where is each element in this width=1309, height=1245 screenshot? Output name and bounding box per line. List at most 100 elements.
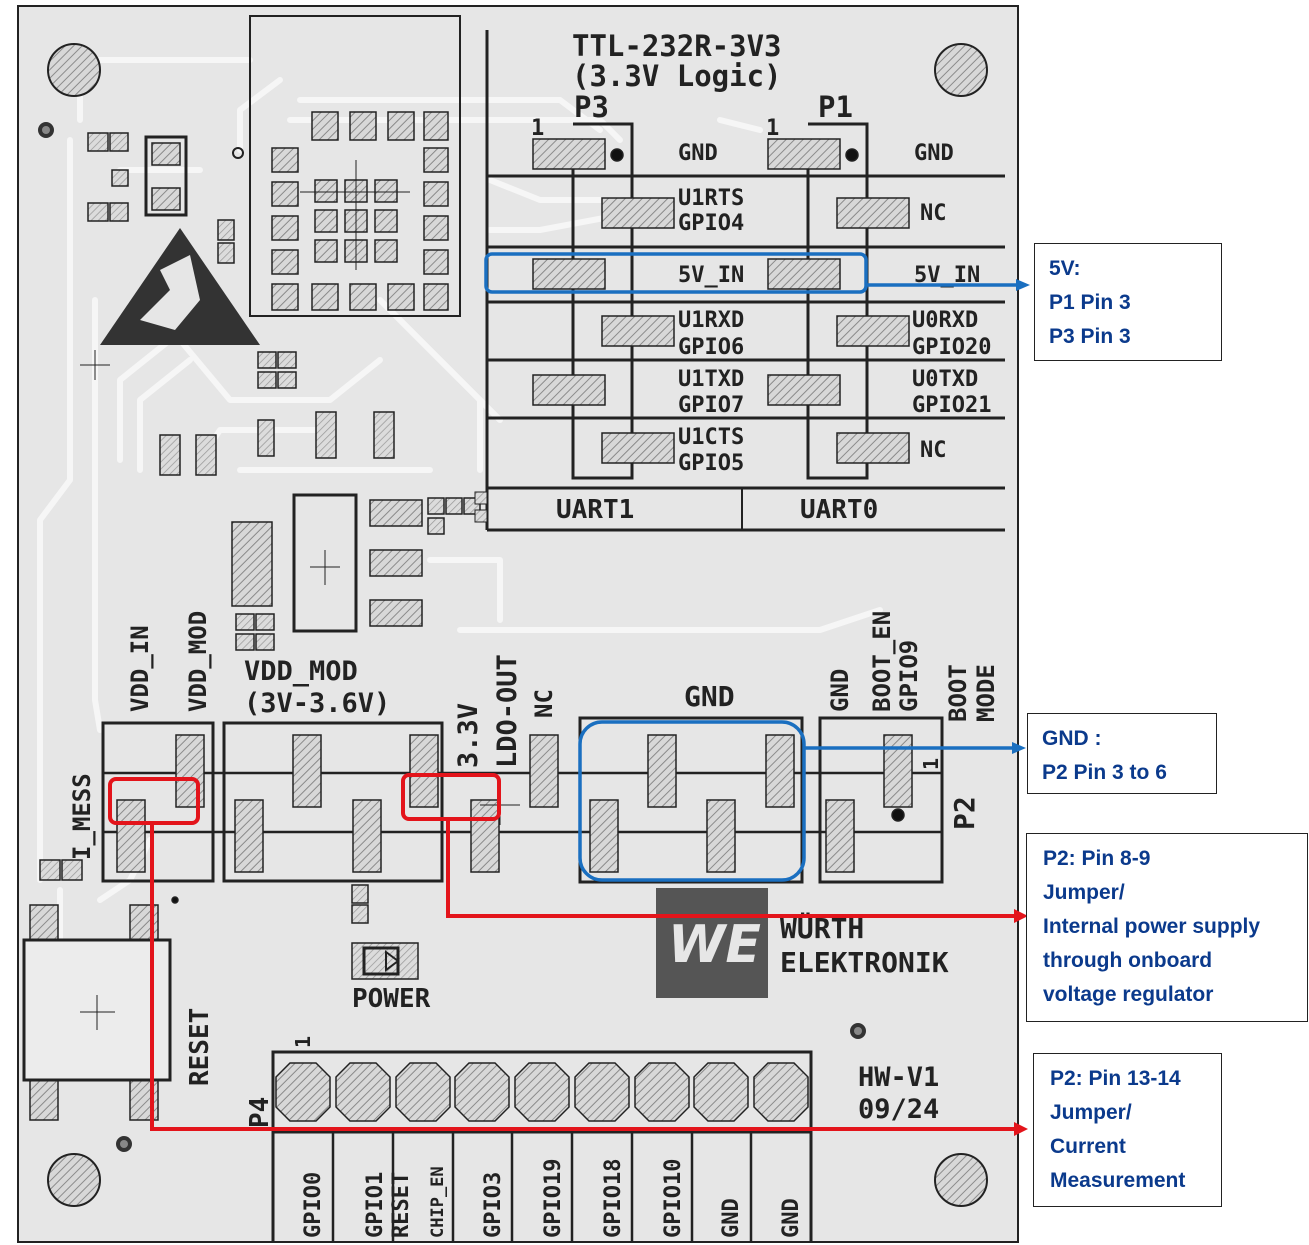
p4-pin-label: GND <box>719 1198 744 1238</box>
callout-line: Measurement <box>1050 1169 1186 1192</box>
header-p2-labels: VDD_IN VDD_MOD I_MESS VDD_MOD (3V-3.6V) … <box>68 611 1000 860</box>
p1-signal-label: NC <box>920 438 947 463</box>
p1-signal-label: GND <box>914 141 954 166</box>
p4-pin-label: GPIO19 <box>541 1159 566 1238</box>
callout-line: GND : <box>1042 727 1102 750</box>
power-led-icon <box>351 942 419 980</box>
callout-current-measurement: P2: Pin 13-14 Jumper/ Current Measuremen… <box>1033 1053 1222 1207</box>
callout-line: P3 Pin 3 <box>1049 325 1131 348</box>
adapter-title: TTL-232R-3V3 <box>572 29 782 63</box>
callout-line: Internal power supply <box>1043 915 1261 938</box>
header-p2-pin1: 1 <box>919 758 943 770</box>
callout-line: P1 Pin 3 <box>1049 291 1131 314</box>
uart-connector-area <box>474 30 1005 532</box>
current-arrow-head <box>1014 1122 1028 1136</box>
p1-signal-label: GPIO20 <box>912 335 991 360</box>
callout-line: P2 Pin 3 to 6 <box>1042 761 1167 784</box>
p3-signal-label: U1RXD <box>678 308 744 333</box>
vdd-mod-pin-label: VDD_MOD <box>184 611 212 712</box>
nc-label: NC <box>530 689 558 718</box>
header-p4-label: P4 <box>245 1097 275 1128</box>
mounting-holes <box>38 43 988 1207</box>
p3-signal-label: U1RTS <box>678 186 744 211</box>
p1-signal-label: U0TXD <box>912 367 978 392</box>
header-p1-pin1: 1 <box>766 116 779 141</box>
reset-label: RESET <box>185 1008 215 1086</box>
ldo-out-label: LDO-OUT <box>492 654 523 768</box>
p4-pin-label: GPIO1 <box>363 1172 388 1238</box>
elektronik-text: ELEKTRONIK <box>780 946 949 979</box>
header-p4-area <box>271 1050 813 1242</box>
header-p2-pads <box>116 734 913 873</box>
adapter-subtitle: (3.3V Logic) <box>572 59 782 93</box>
gnd-block-label: GND <box>684 680 735 713</box>
p3-signal-label: GPIO7 <box>678 393 744 418</box>
wireless-module-footprint <box>232 15 461 317</box>
vdd-in-label: VDD_IN <box>126 625 154 712</box>
wurth-logo: WE <box>656 888 768 998</box>
uart1-label: UART1 <box>556 495 634 525</box>
header-p3-label: P3 <box>574 90 609 124</box>
p4-pin-label: CHIP_EN <box>428 1166 448 1238</box>
we-logo-mark: WE <box>668 915 761 975</box>
p1-signal-label: GPIO21 <box>912 393 991 418</box>
regulator-footprint <box>231 493 423 633</box>
p4-pin-label: GPIO18 <box>601 1159 626 1238</box>
p4-pin-label: GPIO0 <box>301 1172 326 1238</box>
gpio9-label: GPIO9 <box>895 640 923 712</box>
p4-pin-label: GPIO10 <box>661 1159 686 1238</box>
callout-line: voltage regulator <box>1043 983 1214 1006</box>
p3-signal-label: GPIO5 <box>678 451 744 476</box>
callout-line: P2: Pin 8-9 <box>1043 847 1151 870</box>
power-label: POWER <box>352 984 431 1014</box>
current-measure-highlight <box>108 777 1014 1131</box>
callout-line: Jumper/ <box>1043 881 1125 904</box>
p1-signal-label: U0RXD <box>912 308 978 333</box>
uart0-label: UART0 <box>800 495 878 525</box>
5v-arrow-head <box>1016 279 1030 291</box>
gnd-arrow-head <box>1012 742 1026 754</box>
callout-line: Jumper/ <box>1050 1101 1132 1124</box>
header-p2-label: P2 <box>948 796 981 830</box>
ldo-3v3-label: 3.3V <box>453 703 484 768</box>
hw-date: 09/24 <box>858 1094 939 1125</box>
callout-5v: 5V: P1 Pin 3 P3 Pin 3 <box>1034 243 1222 361</box>
esd-warning-icon <box>80 228 260 380</box>
p1-signal-label: NC <box>920 201 947 226</box>
header-p1-signals: GND NC 5V_IN U0RXD GPIO20 U0TXD GPIO21 N… <box>912 141 991 463</box>
callout-line: through onboard <box>1043 949 1213 972</box>
p4-pin-label: GND <box>779 1198 804 1238</box>
header-p1-pads <box>767 138 910 464</box>
callout-ldo-jumper: P2: Pin 8-9 Jumper/ Internal power suppl… <box>1026 833 1308 1022</box>
pcb-traces <box>37 57 883 1003</box>
ldo-arrow-head <box>1014 909 1028 923</box>
vdd-mod-range-label: (3V-3.6V) <box>244 688 390 719</box>
p4-pin-label: RESET <box>389 1172 414 1238</box>
vdd-mod-label: VDD_MOD <box>244 656 358 687</box>
hw-version: HW-V1 <box>858 1062 939 1093</box>
header-p1-label: P1 <box>818 90 853 124</box>
callout-line: 5V: <box>1049 257 1081 280</box>
header-p4-pin1: 1 <box>291 1036 315 1048</box>
callout-gnd: GND : P2 Pin 3 to 6 <box>1027 713 1217 794</box>
boot-label: BOOT <box>944 664 972 722</box>
p3-signal-label: GPIO4 <box>678 211 744 236</box>
header-p4-pin-labels: GPIO0 GPIO1 RESET CHIP_EN GPIO3 GPIO19 G… <box>301 1159 804 1238</box>
p3-signal-label: U1CTS <box>678 425 744 450</box>
header-p3-pads <box>532 138 675 464</box>
mode-label: MODE <box>972 664 1000 722</box>
gnd-highlight <box>578 720 1012 882</box>
header-p3-pin1: 1 <box>531 116 544 141</box>
callout-line: P2: Pin 13-14 <box>1050 1067 1181 1090</box>
header-p3-signals: GND U1RTS GPIO4 5V_IN U1RXD GPIO6 U1TXD … <box>678 141 744 476</box>
callout-line: Current <box>1050 1135 1126 1158</box>
ldo-jumper-highlight <box>401 773 1014 918</box>
p3-signal-label: GND <box>678 141 718 166</box>
p4-pin-label: GPIO3 <box>481 1172 506 1238</box>
gnd-pin-label: GND <box>826 669 854 712</box>
5v-highlight <box>484 252 1016 294</box>
p3-signal-label: U1TXD <box>678 367 744 392</box>
p3-signal-label: 5V_IN <box>678 263 744 288</box>
i-mess-label: I_MESS <box>68 773 96 860</box>
